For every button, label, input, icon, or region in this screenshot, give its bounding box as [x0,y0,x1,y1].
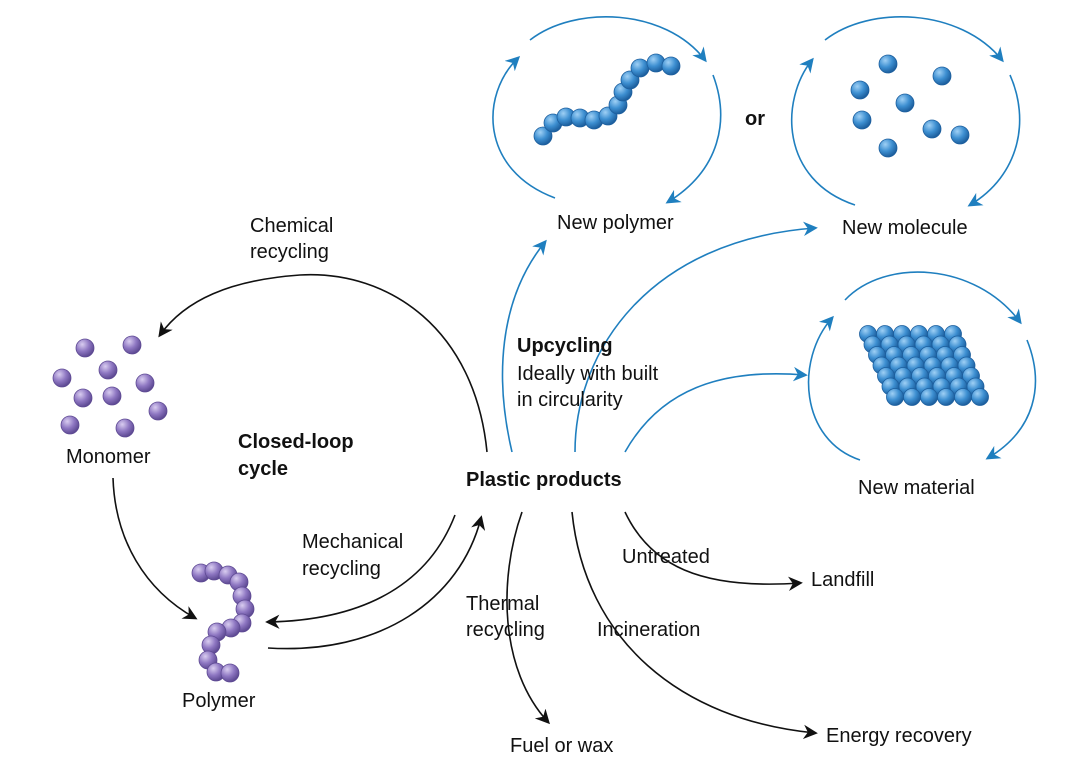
thermal-recycling-label-1: Thermal [466,593,539,615]
polymer-to-products-arrow [267,515,486,650]
new-polymer-cycle-top [529,16,707,63]
mechanical-recycling-label-1: Mechanical [302,531,403,553]
new-material-bead [903,388,921,406]
new-polymer-bead [533,126,553,146]
new-polymer-label: New polymer [557,212,674,234]
new-material-cycle-left [807,315,861,461]
upcycling-to-new-polymer-arrow [501,239,547,453]
new-molecule-cycle-right [967,74,1021,207]
thermal-recycling-arrow [506,511,550,725]
new-molecule-bead [932,66,952,86]
new-material-bead [954,388,972,406]
fuel-or-wax-label: Fuel or wax [510,735,613,757]
new-material-cycle-right [985,339,1037,460]
new-molecule-bead [878,138,898,158]
monomer-bead [148,401,168,421]
new-molecule-bead [852,110,872,130]
upcycling-title: Upcycling [517,335,613,357]
incineration-arrow [571,511,818,740]
polymer-label: Polymer [182,690,256,712]
upcycling-to-new-material-arrow [624,366,808,453]
thermal-recycling-label-2: recycling [466,619,545,641]
new-material-lattice [859,325,989,406]
monomer-bead [73,388,93,408]
new-material-cycle-top [844,271,1022,325]
new-material-bead [937,388,955,406]
monomer-beads [52,335,168,438]
closed-loop-title-1: Closed-loop [238,431,354,453]
monomer-bead [52,368,72,388]
plastic-products-label: Plastic products [466,469,622,491]
new-material-bead [920,388,938,406]
new-molecule-cycle-top [824,16,1004,63]
untreated-arrow [624,511,803,591]
monomer-bead [75,338,95,358]
or-label: or [745,108,765,130]
mechanical-recycling-arrow-to-polymer [265,514,456,629]
chemical-recycling-label-1: Chemical [250,215,333,237]
new-molecule-label: New molecule [842,217,968,239]
new-material-label: New material [858,477,975,499]
polymer-chain [191,561,255,683]
new-polymer-bead [661,56,681,76]
monomer-to-polymer-arrow [112,477,198,620]
new-molecule-beads [850,54,970,158]
chemical-recycling-arrow [158,273,488,453]
new-material-bead [886,388,904,406]
monomer-label: Monomer [66,446,151,468]
new-molecule-cycle-left [790,57,856,206]
monomer-bead [135,373,155,393]
chemical-recycling-label-2: recycling [250,241,329,263]
untreated-label: Untreated [622,546,710,568]
new-polymer-chain [533,53,681,146]
mechanical-recycling-label-2: recycling [302,558,381,580]
incineration-label: Incineration [597,619,700,641]
new-polymer-bead [630,58,650,78]
upcycling-to-new-molecule-arrow [574,221,818,453]
new-material-bead [971,388,989,406]
monomer-bead [115,418,135,438]
new-molecule-bead [922,119,942,139]
monomer-bead [60,415,80,435]
new-molecule-bead [895,93,915,113]
upcycling-desc-1: Ideally with built [517,363,659,385]
monomer-bead [102,386,122,406]
new-molecule-bead [850,80,870,100]
closed-loop-title-2: cycle [238,458,288,480]
new-molecule-bead [950,125,970,145]
monomer-bead [122,335,142,355]
upcycling-desc-2: in circularity [517,389,623,411]
energy-recovery-label: Energy recovery [826,725,972,747]
new-molecule-bead [878,54,898,74]
new-polymer-cycle-right [665,74,722,204]
monomer-bead [98,360,118,380]
landfill-label: Landfill [811,569,874,591]
polymer-bead [220,663,240,683]
new-polymer-cycle-left [492,55,556,199]
